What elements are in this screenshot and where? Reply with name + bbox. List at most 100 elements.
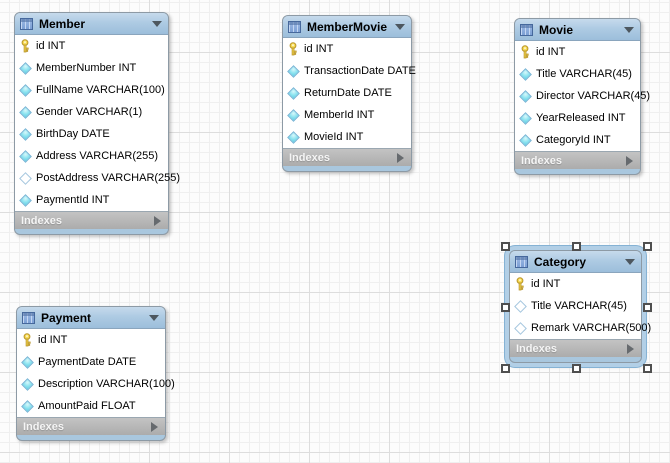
selection-handle[interactable] [501, 303, 510, 312]
table-title: MemberMovie [307, 19, 388, 34]
selection-handle[interactable] [643, 364, 652, 373]
selection-handle[interactable] [572, 242, 581, 251]
collapse-triangle-icon[interactable] [152, 20, 162, 27]
table-title: Category [534, 254, 587, 269]
column-row[interactable]: AmountPaid FLOAT [17, 395, 165, 417]
table-icon [20, 17, 33, 30]
selection-handle[interactable] [643, 303, 652, 312]
not-null-diamond-icon [21, 377, 34, 391]
table-header-payment[interactable]: Payment [17, 307, 165, 329]
not-null-diamond-icon [287, 108, 300, 122]
column-row[interactable]: id INT [17, 329, 165, 351]
column-label: id INT [38, 334, 68, 346]
table-membermovie[interactable]: MemberMovie id INT TransactionDate DATE Ret… [282, 15, 416, 172]
column-label: id INT [531, 278, 561, 290]
column-row[interactable]: MemberId INT [283, 104, 411, 126]
not-null-diamond-icon [21, 399, 34, 413]
indexes-label: Indexes [521, 154, 562, 167]
selection-handle[interactable] [643, 242, 652, 251]
column-row[interactable]: id INT [515, 41, 640, 63]
indexes-footer[interactable]: Indexes [510, 340, 641, 357]
collapse-triangle-icon[interactable] [625, 258, 635, 265]
column-row[interactable]: YearReleased INT [515, 107, 640, 129]
not-null-diamond-icon [19, 83, 32, 97]
column-label: MemberId INT [304, 109, 375, 121]
column-row[interactable]: FullName VARCHAR(100) [15, 79, 168, 101]
expand-arrow-icon[interactable] [397, 152, 404, 163]
column-label: Gender VARCHAR(1) [36, 106, 143, 118]
column-label: id INT [304, 43, 334, 55]
column-row[interactable]: Description VARCHAR(100) [17, 373, 175, 395]
table-icon [288, 20, 301, 33]
not-null-diamond-icon [287, 64, 300, 78]
table-header-movie[interactable]: Movie [515, 19, 640, 41]
column-row[interactable]: Title VARCHAR(45) [515, 63, 640, 85]
selection-handle[interactable] [501, 242, 510, 251]
column-label: Address VARCHAR(255) [36, 150, 159, 162]
expand-arrow-icon[interactable] [627, 343, 634, 354]
column-row[interactable]: MemberNumber INT [15, 57, 168, 79]
column-row[interactable]: ReturnDate DATE [283, 82, 411, 104]
table-columns: id INT Title VARCHAR(45) Remark VARCHAR(50… [510, 273, 651, 340]
table-icon [520, 23, 533, 36]
not-null-diamond-icon [19, 149, 32, 163]
column-row[interactable]: id INT [15, 35, 168, 57]
not-null-diamond-icon [519, 89, 532, 103]
column-label: TransactionDate DATE [304, 65, 416, 77]
indexes-footer[interactable]: Indexes [15, 212, 168, 229]
indexes-footer[interactable]: Indexes [283, 149, 411, 166]
table-header-member[interactable]: Member [15, 13, 168, 35]
primary-key-icon [20, 39, 31, 53]
table-header-category[interactable]: Category [510, 251, 641, 273]
indexes-footer[interactable]: Indexes [515, 152, 640, 169]
expand-arrow-icon[interactable] [626, 155, 633, 166]
not-null-diamond-icon [21, 355, 34, 369]
column-label: CategoryId INT [536, 134, 611, 146]
column-row[interactable]: BirthDay DATE [15, 123, 168, 145]
primary-key-icon [22, 333, 33, 347]
column-row[interactable]: Director VARCHAR(45) [515, 85, 650, 107]
primary-key-icon [515, 277, 526, 291]
column-label: BirthDay DATE [36, 128, 110, 140]
table-category[interactable]: Category id INT Title VARCHAR(45) Remark VA… [501, 242, 652, 373]
column-row[interactable]: Title VARCHAR(45) [510, 295, 641, 317]
collapse-triangle-icon[interactable] [149, 314, 159, 321]
nullable-diamond-icon [514, 321, 527, 335]
column-row[interactable]: PostAddress VARCHAR(255) [15, 167, 180, 189]
expand-arrow-icon[interactable] [151, 421, 158, 432]
table-header-membermovie[interactable]: MemberMovie [283, 16, 411, 38]
column-label: MovieId INT [304, 131, 364, 143]
column-row[interactable]: id INT [283, 38, 411, 60]
column-row[interactable]: PaymentId INT [15, 189, 168, 211]
indexes-label: Indexes [21, 214, 62, 227]
collapse-triangle-icon[interactable] [395, 23, 405, 30]
primary-key-icon [520, 45, 531, 59]
indexes-footer[interactable]: Indexes [17, 418, 165, 435]
column-row[interactable]: Address VARCHAR(255) [15, 145, 168, 167]
not-null-diamond-icon [19, 61, 32, 75]
selection-handle[interactable] [501, 364, 510, 373]
nullable-diamond-icon [514, 299, 527, 313]
column-label: AmountPaid FLOAT [38, 400, 136, 412]
collapse-triangle-icon[interactable] [624, 26, 634, 33]
column-row[interactable]: TransactionDate DATE [283, 60, 416, 82]
column-label: id INT [536, 46, 566, 58]
column-row[interactable]: Gender VARCHAR(1) [15, 101, 168, 123]
selection-handle[interactable] [572, 364, 581, 373]
column-label: YearReleased INT [536, 112, 626, 124]
not-null-diamond-icon [287, 130, 300, 144]
column-row[interactable]: id INT [510, 273, 641, 295]
column-row[interactable]: CategoryId INT [515, 129, 640, 151]
column-label: Remark VARCHAR(500) [531, 322, 652, 334]
indexes-label: Indexes [516, 342, 557, 355]
table-icon [515, 255, 528, 268]
table-movie[interactable]: Movie id INT Title VARCHAR(45)Director VAR… [514, 18, 650, 175]
column-row[interactable]: Remark VARCHAR(500) [510, 317, 651, 339]
column-row[interactable]: MovieId INT [283, 126, 411, 148]
column-row[interactable]: PaymentDate DATE [17, 351, 165, 373]
expand-arrow-icon[interactable] [154, 215, 161, 226]
